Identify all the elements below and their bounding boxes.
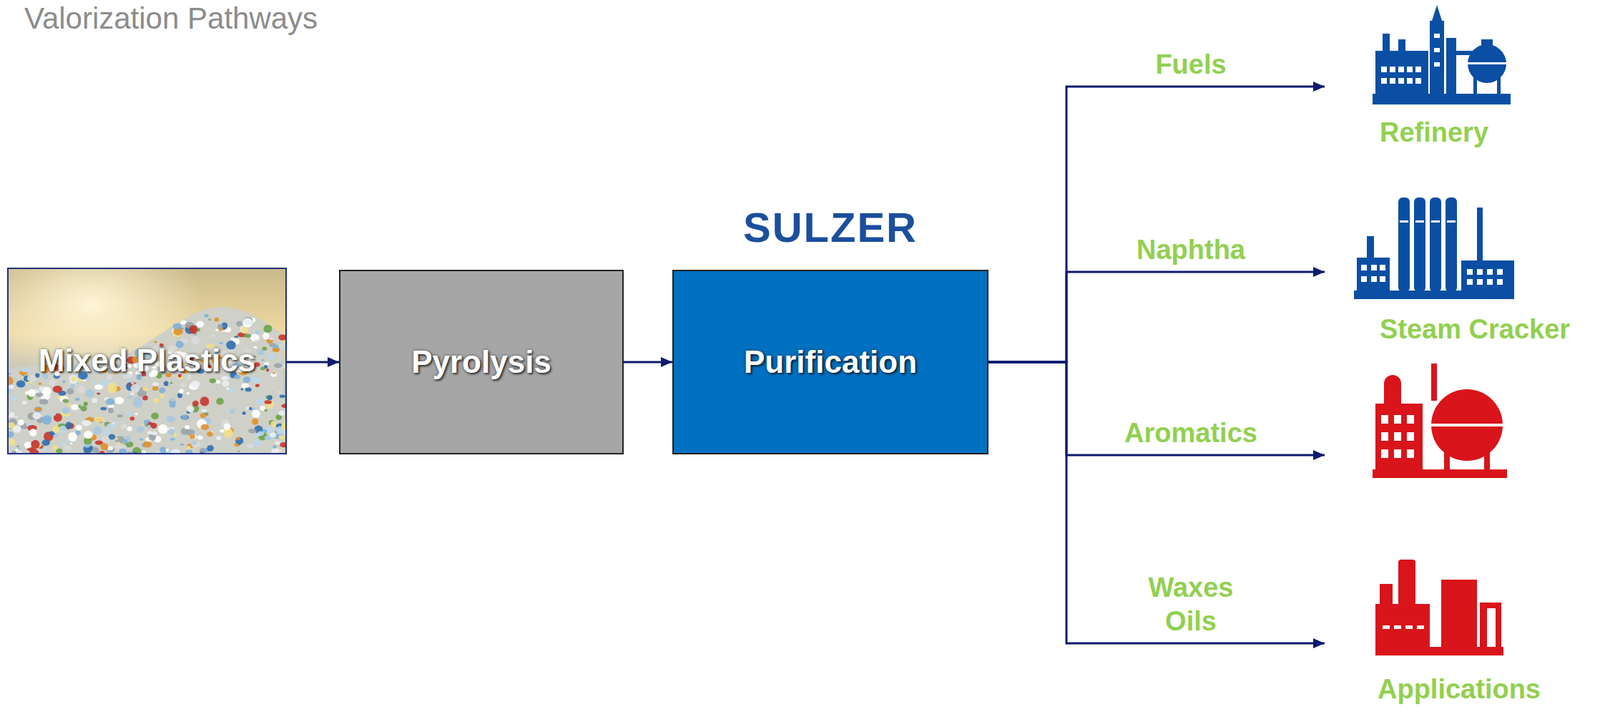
connector-arrow	[988, 86, 1325, 362]
process-box: Pyrolysis	[339, 269, 624, 455]
refinery-icon	[1372, 5, 1511, 105]
input-image-box: Mixed Plastics	[7, 267, 287, 455]
plant-icon-node	[1324, 357, 1525, 487]
steam-cracker-icon	[1353, 191, 1515, 299]
edge-label: Waxes Oils	[1135, 570, 1247, 638]
edge-label: Aromatics	[1122, 416, 1260, 450]
edge-label: Fuels	[1152, 47, 1229, 81]
connector-arrow	[623, 361, 673, 364]
plant-icon-node: Applications	[1324, 550, 1540, 707]
edge-label-holder: Fuels	[1152, 47, 1229, 81]
connector-arrow	[988, 361, 1325, 455]
box-label: Mixed Plastics	[38, 342, 256, 380]
process-box: SULZERPurification	[672, 269, 989, 455]
plant-icon-node: Steam Cracker	[1324, 187, 1590, 352]
edge-label-holder: Naphtha	[1134, 233, 1248, 267]
applications-plant-icon	[1375, 559, 1504, 656]
edge-label: Naphtha	[1134, 233, 1248, 267]
diagram-title: Valorization Pathways	[24, 1, 318, 36]
box-label: Pyrolysis	[411, 344, 552, 381]
aromatics-plant-icon	[1372, 360, 1508, 480]
plant-caption: Steam Cracker	[1379, 314, 1570, 345]
edge-label-holder: Aromatics	[1122, 416, 1260, 450]
edge-label-holder: Waxes Oils	[1135, 570, 1247, 638]
plant-icon-node: Refinery	[1324, 0, 1540, 154]
connector-arrow	[988, 271, 1325, 362]
plant-caption: Refinery	[1379, 118, 1489, 149]
connector-arrow	[988, 361, 1325, 644]
company-logo: SULZER	[743, 206, 918, 249]
title-holder: Valorization Pathways	[24, 1, 318, 36]
box-label: Purification	[743, 344, 917, 381]
logo-holder: SULZER	[673, 206, 988, 249]
plant-caption: Applications	[1377, 674, 1541, 705]
connector-arrow	[286, 361, 340, 364]
